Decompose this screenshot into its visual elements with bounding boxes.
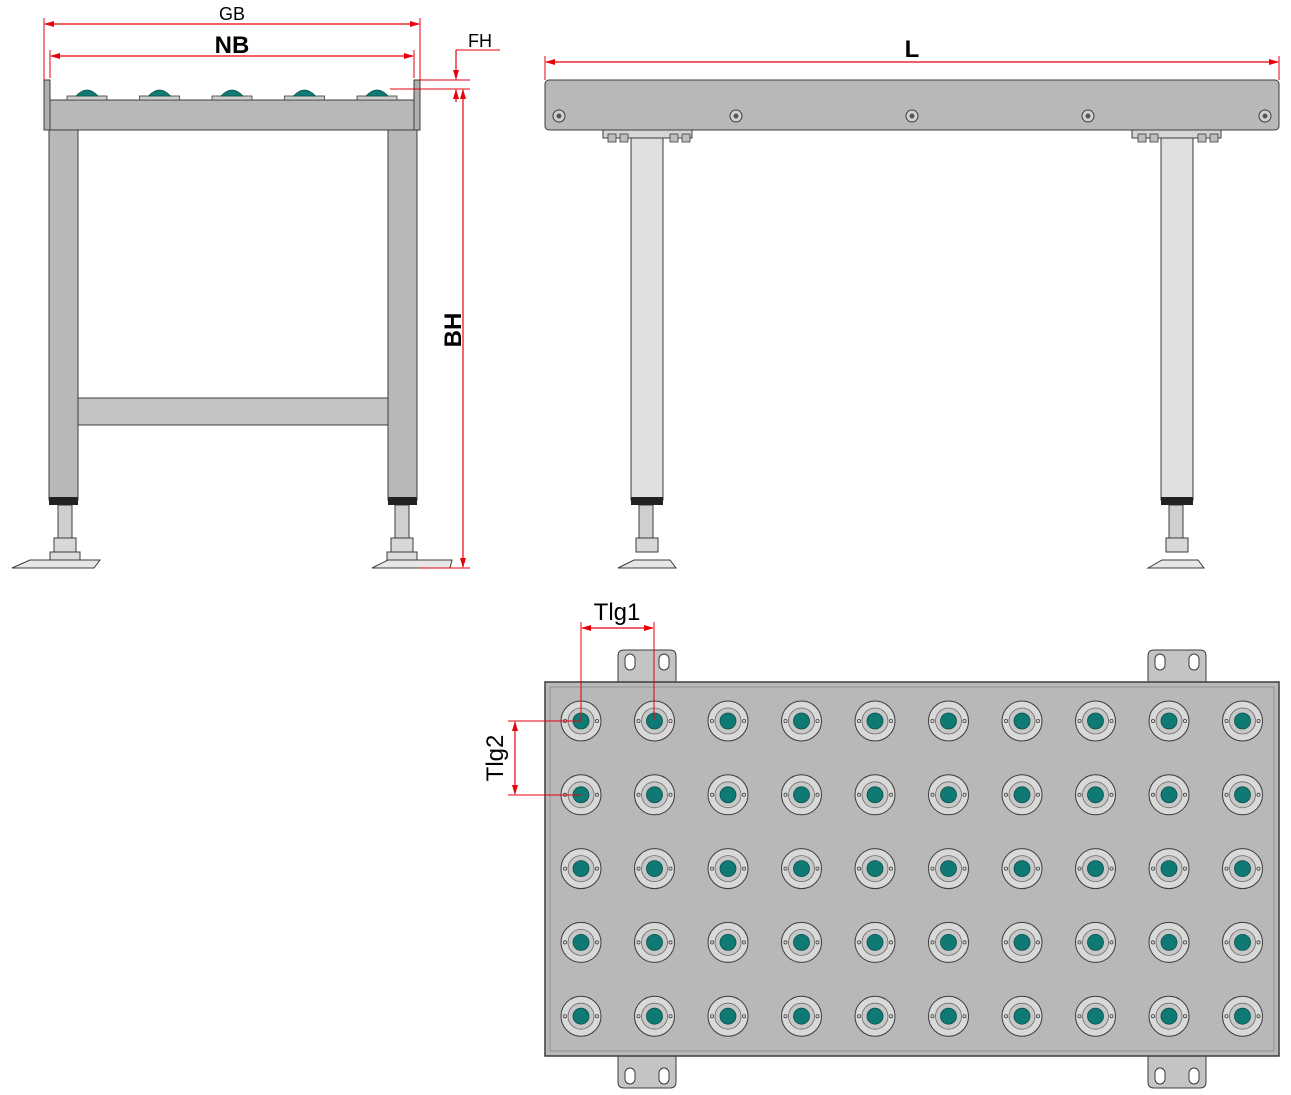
bh-label: BH	[440, 313, 467, 348]
bolt-icon	[1209, 133, 1219, 143]
ball-transfer-icon	[1001, 700, 1043, 742]
top-dimensions: Tlg1 Tlg2	[482, 599, 655, 796]
ball-transfer-icon	[1001, 921, 1043, 963]
front-view	[11, 79, 453, 569]
ball-transfer-icon	[1148, 995, 1190, 1037]
ball-transfer-icon	[1001, 848, 1043, 890]
ball-transfer-icon	[1222, 700, 1263, 742]
ball-transfer-icon	[781, 995, 822, 1037]
nb-label: NB	[215, 32, 250, 59]
bolt-icon	[619, 133, 629, 143]
ball-transfer-icon	[634, 921, 675, 963]
ball-transfer-icon	[634, 774, 675, 816]
bolt-icon	[681, 133, 691, 143]
ball-transfer-icon	[1222, 995, 1263, 1037]
ball-transfer-icon	[928, 921, 969, 963]
ball-transfer-icon	[854, 774, 896, 816]
ball-transfer-icon	[1075, 995, 1116, 1037]
crossbar	[77, 397, 389, 426]
ball-transfer-icon	[854, 995, 896, 1037]
ball-transfer-icon	[1148, 774, 1190, 816]
bolt-icon	[1197, 133, 1207, 143]
ball-transfer-icon	[1148, 700, 1190, 742]
side-dimensions: L	[544, 36, 1280, 80]
ball-transfer-icon	[284, 89, 325, 101]
ball-transfer-icon	[66, 89, 108, 101]
bolt-icon	[1137, 133, 1147, 143]
ball-transfer-icon	[928, 848, 969, 890]
ball-transfer-icon	[139, 89, 180, 101]
ball-transfer-icon	[781, 848, 822, 890]
ball-transfer-icon	[1001, 995, 1043, 1037]
front-dimensions: GB NB FH BH	[43, 4, 500, 569]
bolt-icon	[607, 133, 617, 143]
bolt-icon	[905, 109, 919, 123]
left-leg	[48, 127, 79, 501]
side-frame-beam	[544, 79, 1280, 131]
ball-transfer-icon	[707, 700, 749, 742]
ball-transfer-icon	[707, 921, 749, 963]
side-bolts	[552, 109, 1272, 143]
bolt-icon	[552, 109, 566, 123]
ball-transfer-grid	[560, 700, 1263, 1037]
mounting-tab-top-left	[617, 649, 677, 683]
side-left-foot	[617, 504, 677, 569]
gb-label: GB	[219, 4, 245, 24]
front-ball-units	[66, 89, 398, 101]
ball-transfer-icon	[781, 774, 822, 816]
ball-transfer-icon	[928, 774, 969, 816]
side-right-foot	[1146, 504, 1205, 569]
ball-transfer-icon	[1075, 921, 1116, 963]
top-view	[544, 649, 1280, 1089]
ball-transfer-icon	[1075, 774, 1116, 816]
ball-transfer-icon	[1222, 848, 1263, 890]
ball-transfer-icon	[1001, 774, 1043, 816]
ball-transfer-icon	[707, 995, 749, 1037]
side-right-leg	[1160, 135, 1194, 501]
ball-transfer-icon	[1075, 848, 1116, 890]
side-view	[544, 79, 1280, 569]
ball-transfer-icon	[1148, 921, 1190, 963]
ball-transfer-icon	[854, 848, 896, 890]
ball-transfer-icon	[928, 700, 969, 742]
l-label: L	[905, 36, 920, 63]
ball-transfer-icon	[356, 89, 398, 101]
left-leveling-foot	[11, 504, 101, 569]
ball-transfer-icon	[928, 995, 969, 1037]
ball-transfer-icon	[781, 700, 822, 742]
top-frame	[43, 99, 421, 131]
ball-transfer-icon	[781, 921, 822, 963]
mounting-tab-bottom-left	[617, 1055, 677, 1089]
right-leg	[387, 127, 418, 501]
mounting-tab-bottom-right	[1147, 1055, 1207, 1089]
fh-label: FH	[468, 31, 492, 51]
side-left-leg	[630, 135, 664, 501]
ball-transfer-icon	[560, 848, 602, 890]
ball-transfer-icon	[211, 89, 253, 101]
right-leveling-foot	[371, 504, 453, 569]
ball-transfer-icon	[1222, 921, 1263, 963]
ball-transfer-icon	[707, 774, 749, 816]
bolt-icon	[729, 109, 743, 123]
ball-transfer-icon	[634, 848, 675, 890]
ball-transfer-icon	[854, 921, 896, 963]
ball-transfer-icon	[1222, 774, 1263, 816]
ball-transfer-icon	[634, 700, 675, 742]
tlg1-label: Tlg1	[594, 599, 641, 626]
ball-transfer-icon	[707, 848, 749, 890]
ball-transfer-icon	[854, 700, 896, 742]
ball-transfer-icon	[560, 995, 602, 1037]
ball-transfer-icon	[634, 995, 675, 1037]
ball-transfer-icon	[1148, 848, 1190, 890]
bolt-icon	[1258, 109, 1272, 123]
ball-transfer-icon	[560, 921, 602, 963]
bolt-icon	[669, 133, 679, 143]
ball-transfer-icon	[1075, 700, 1116, 742]
mounting-tab-top-right	[1147, 649, 1207, 683]
tlg2-label: Tlg2	[482, 735, 509, 782]
bolt-icon	[1149, 133, 1159, 143]
bolt-icon	[1081, 109, 1095, 123]
